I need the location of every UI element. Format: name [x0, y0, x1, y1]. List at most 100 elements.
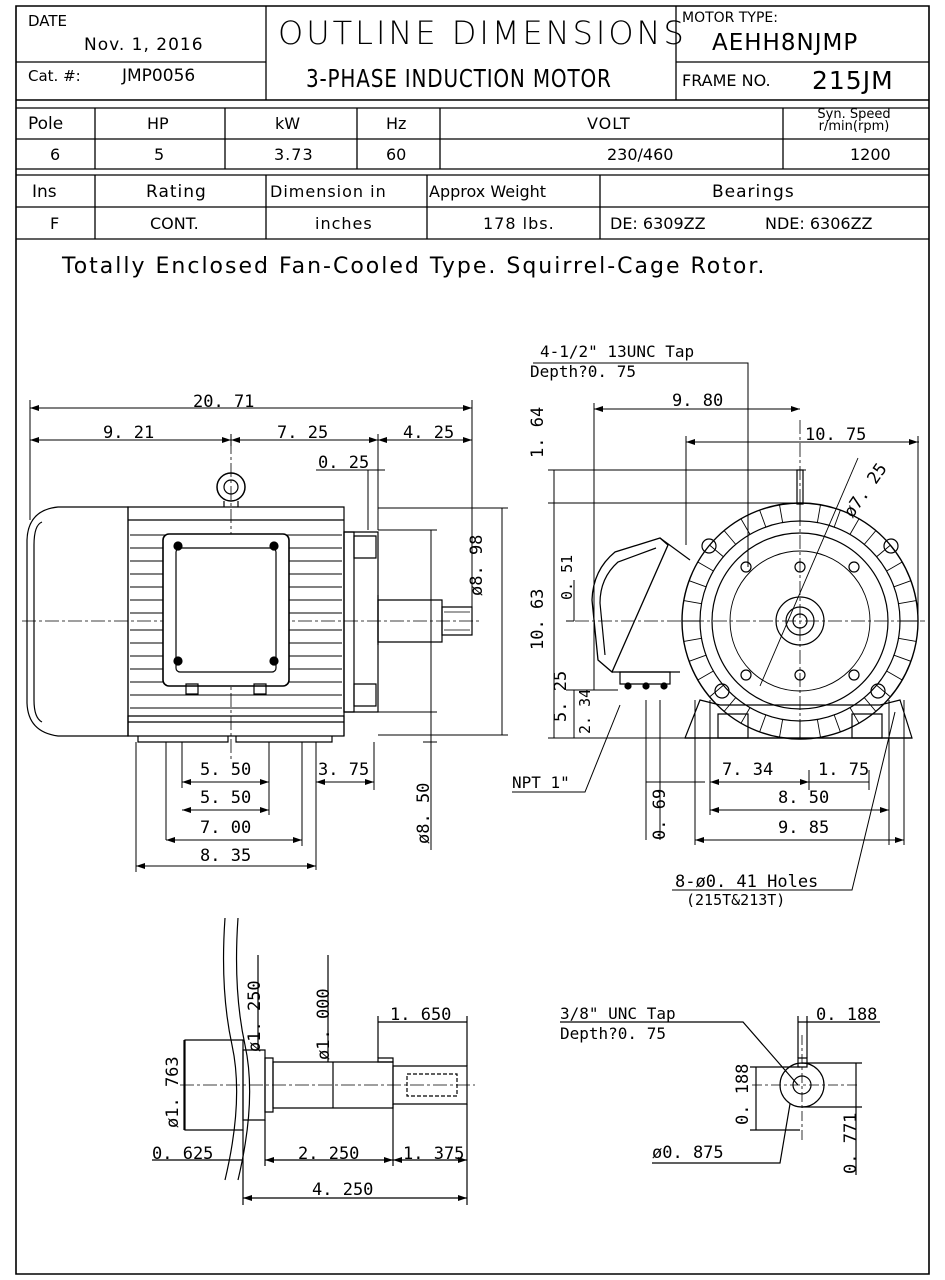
dim-4-250: 4. 250 [312, 1180, 374, 1200]
dim-0-771: 0. 771 [841, 1112, 861, 1174]
cat-label: Cat. #: [28, 67, 81, 85]
dim-0-51: 0. 51 [558, 554, 576, 600]
dim-dia-1-250: ø1. 250 [245, 980, 265, 1052]
cooling-fin [689, 655, 706, 661]
shaft-tap-note-2: Depth?0. 75 [560, 1024, 666, 1043]
dim-5-50-bottom: 5. 50 [200, 788, 252, 808]
drawing-subtitle: 3-PHASE INDUCTION MOTOR [306, 64, 612, 93]
drawing-title: OUTLINE DIMENSIONS [278, 14, 687, 52]
dimension-arrows [30, 405, 918, 1201]
holes-note-2: (215T&213T) [686, 891, 786, 909]
motor-type-value: AEHH8NJMP [712, 30, 859, 56]
cooling-fin [684, 601, 702, 604]
spec-header-rating: Rating [146, 182, 207, 202]
end-view-dimension-lines [512, 363, 919, 890]
cooling-fin [877, 545, 891, 557]
spec-header-bearings: Bearings [712, 182, 795, 202]
cooling-fin [898, 601, 916, 604]
cooling-fin [850, 519, 859, 535]
npt-label: NPT 1" [512, 773, 570, 792]
dim-dia-1-763: ø1. 763 [163, 1056, 183, 1128]
spec-header-syn-speed: Syn. Speed r/min(rpm) [817, 107, 891, 134]
spec-value-ins: F [50, 214, 60, 233]
holes-note-1: 8-ø0. 41 Holes [675, 872, 819, 892]
cooling-fin [877, 685, 891, 697]
dim-1-375: 1. 375 [403, 1144, 465, 1164]
spec-header-kw: kW [275, 114, 301, 133]
spec-value-pole: 6 [50, 145, 61, 164]
frame-label: FRAME NO. [682, 71, 771, 90]
dim-1-75: 1. 75 [818, 760, 870, 780]
cooling-fin [898, 638, 916, 641]
cooling-fin [710, 545, 724, 557]
end-view-motor [575, 420, 925, 740]
date-label: DATE [28, 12, 68, 30]
dim-0-188-side: 0. 188 [733, 1063, 753, 1125]
cooling-fin [689, 581, 706, 587]
dim-10-63: 10. 63 [528, 588, 548, 650]
motor-description: Totally Enclosed Fan-Cooled Type. Squirr… [62, 254, 767, 279]
dim-dia-8-50: ø8. 50 [414, 782, 434, 844]
spec-header-hp: HP [147, 114, 169, 133]
shaft-end-view [560, 1016, 880, 1175]
cooling-fin [850, 708, 859, 724]
dim-0-188-top: 0. 188 [816, 1005, 878, 1025]
spec-header-volt: VOLT [587, 114, 631, 133]
cooling-fin [834, 715, 840, 732]
dim-0-625: 0. 625 [152, 1144, 214, 1164]
dim-0-25: 0. 25 [318, 453, 370, 473]
dim-9-80: 9. 80 [672, 391, 724, 411]
motor-type-label: MOTOR TYPE: [682, 10, 778, 26]
dim-overall-length: 20. 71 [193, 392, 255, 412]
spec-value-syn-speed: 1200 [850, 145, 891, 164]
dim-5-25: 5. 25 [551, 670, 571, 722]
frame-value: 215JM [812, 66, 894, 95]
dim-7-34: 7. 34 [722, 760, 774, 780]
dim-9-21: 9. 21 [103, 423, 155, 443]
dim-10-75: 10. 75 [805, 425, 867, 445]
spec-value-volt: 230/460 [607, 145, 674, 164]
dim-7-25: 7. 25 [277, 423, 329, 443]
spec-value-hz: 60 [386, 145, 407, 164]
cat-value: JMP0056 [122, 66, 196, 86]
cooling-fin [834, 510, 840, 527]
side-view-dimension-lines [30, 400, 508, 872]
shaft-tap-note-1: 3/8" UNC Tap [560, 1004, 676, 1023]
dim-7-00: 7. 00 [200, 818, 252, 838]
spec-header-weight: Approx Weight [429, 182, 547, 201]
dim-8-35: 8. 35 [200, 846, 252, 866]
dim-5-50-top: 5. 50 [200, 760, 252, 780]
end-tap-note-2: Depth?0. 75 [530, 362, 636, 381]
dim-3-75: 3. 75 [318, 760, 370, 780]
date-value: Nov. 1, 2016 [84, 35, 204, 55]
cooling-fin [760, 510, 766, 527]
spec-header-dimension: Dimension in [270, 182, 387, 201]
cooling-fin [741, 519, 750, 535]
side-view-motor [22, 440, 480, 760]
dim-4-25: 4. 25 [403, 423, 455, 443]
end-tap-note-1: 4-1/2" 13UNC Tap [540, 342, 695, 361]
dim-0-69: 0. 69 [650, 788, 670, 840]
cooling-fin [894, 655, 911, 661]
cooling-fin [887, 562, 903, 571]
dim-8-50: 8. 50 [778, 788, 830, 808]
cooling-fin [741, 708, 750, 724]
cooling-fin [817, 505, 820, 523]
spec-value-bearing-de: DE: 6309ZZ [610, 214, 706, 233]
dim-1-64: 1. 64 [528, 406, 548, 458]
cooling-fin [684, 638, 702, 641]
spec-value-bearing-nde: NDE: 6306ZZ [765, 214, 873, 233]
dim-dia-8-98: ø8. 98 [467, 534, 487, 596]
spec-value-rating: CONT. [150, 214, 199, 233]
dim-1-650: 1. 650 [390, 1005, 452, 1025]
spec-value-kw: 3.73 [274, 145, 314, 164]
spec-value-hp: 5 [154, 145, 165, 164]
spec-value-weight: 178 lbs. [483, 214, 555, 233]
dim-dia-1-000: ø1. 000 [314, 988, 334, 1060]
cooling-fin [780, 505, 783, 523]
cooling-fin [864, 531, 876, 545]
cooling-fin [760, 715, 766, 732]
cooling-fin [710, 685, 724, 697]
